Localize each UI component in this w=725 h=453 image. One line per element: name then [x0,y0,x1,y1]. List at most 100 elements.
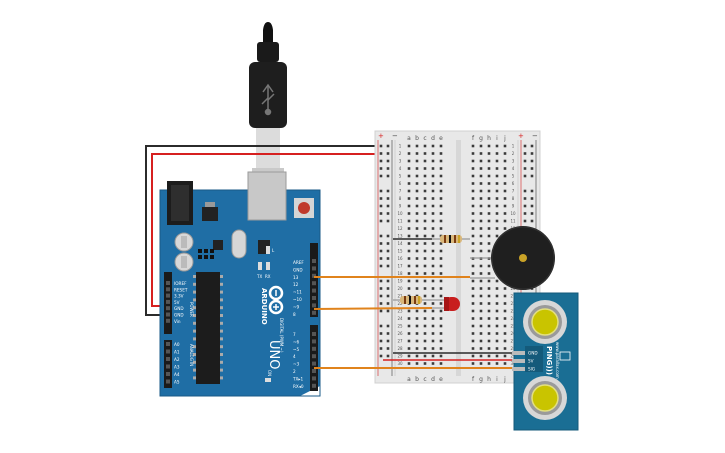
bb-hole[interactable] [439,347,443,350]
sensor-pin[interactable] [512,351,526,355]
bb-rail-hole[interactable] [386,347,390,350]
bb-hole[interactable] [415,287,419,290]
bb-hole[interactable] [439,212,443,215]
bb-hole[interactable] [407,347,411,350]
bb-hole[interactable] [415,152,419,155]
bb-rail-hole[interactable] [386,189,390,193]
bb-hole[interactable] [503,189,507,193]
bb-hole[interactable] [479,182,483,185]
bb-hole[interactable] [415,332,419,335]
header-pin[interactable] [312,354,316,359]
bb-hole[interactable] [439,174,443,178]
bb-hole[interactable] [487,182,491,185]
bb-hole[interactable] [407,332,411,335]
bb-hole[interactable] [503,332,507,335]
bb-rail-hole[interactable] [386,302,390,305]
bb-hole[interactable] [439,182,443,185]
bb-rail-hole[interactable] [386,242,390,245]
bb-hole[interactable] [415,309,419,313]
bb-hole[interactable] [479,212,483,215]
bb-rail-hole[interactable] [379,174,383,178]
bb-hole[interactable] [423,324,427,328]
bb-rail-hole[interactable] [530,167,534,170]
header-pin[interactable] [312,281,316,286]
bb-hole[interactable] [415,257,419,260]
header-pin[interactable] [312,296,316,300]
bb-hole[interactable] [407,219,411,223]
bb-hole[interactable] [503,287,507,290]
header-pin[interactable] [312,273,316,278]
bb-hole[interactable] [503,174,507,178]
bb-hole[interactable] [471,317,475,320]
header-pin[interactable] [166,312,170,317]
bb-hole[interactable] [423,347,427,350]
bb-hole[interactable] [487,354,491,358]
bb-hole[interactable] [487,287,491,290]
bb-hole[interactable] [495,234,499,238]
bb-hole[interactable] [407,204,411,208]
bb-rail-hole[interactable] [530,189,534,193]
bb-hole[interactable] [415,219,419,223]
bb-hole[interactable] [495,189,499,193]
bb-hole[interactable] [415,159,419,163]
bb-hole[interactable] [439,362,443,365]
header-pin[interactable] [312,339,316,344]
bb-hole[interactable] [415,317,419,320]
bb-hole[interactable] [503,219,507,223]
bb-hole[interactable] [487,264,491,268]
bb-hole[interactable] [423,159,427,163]
bb-hole[interactable] [503,197,507,200]
bb-hole[interactable] [479,287,483,290]
red-led[interactable] [432,297,460,311]
bb-hole[interactable] [487,347,491,350]
bb-hole[interactable] [439,317,443,320]
bb-hole[interactable] [479,249,483,253]
bb-rail-hole[interactable] [530,152,534,155]
bb-hole[interactable] [471,182,475,185]
bb-hole[interactable] [471,204,475,208]
bb-hole[interactable] [407,249,411,253]
bb-hole[interactable] [479,354,483,358]
bb-hole[interactable] [503,144,507,148]
bb-hole[interactable] [495,309,499,313]
bb-hole[interactable] [423,339,427,343]
bb-hole[interactable] [423,204,427,208]
bb-rail-hole[interactable] [379,219,383,223]
bb-hole[interactable] [495,182,499,185]
bb-hole[interactable] [415,242,419,245]
header-pin[interactable] [166,364,170,369]
bb-hole[interactable] [439,257,443,260]
bb-rail-hole[interactable] [386,279,390,283]
bb-hole[interactable] [423,294,427,298]
bb-hole[interactable] [495,279,499,283]
sensor-pin[interactable] [512,359,526,363]
bb-hole[interactable] [423,219,427,223]
header-pin[interactable] [166,342,170,346]
bb-hole[interactable] [471,309,475,313]
bb-hole[interactable] [503,167,507,170]
bb-hole[interactable] [431,159,435,163]
bb-rail-hole[interactable] [523,204,527,208]
header-pin[interactable] [166,349,170,354]
bb-rail-hole[interactable] [386,332,390,335]
bb-hole[interactable] [415,347,419,350]
bb-hole[interactable] [423,152,427,155]
bb-hole[interactable] [503,354,507,358]
bb-hole[interactable] [487,302,491,305]
bb-hole[interactable] [471,302,475,305]
bb-hole[interactable] [503,294,507,298]
bb-hole[interactable] [407,212,411,215]
bb-hole[interactable] [431,144,435,148]
bb-rail-hole[interactable] [386,204,390,208]
bb-hole[interactable] [495,204,499,208]
bb-hole[interactable] [471,167,475,170]
bb-hole[interactable] [407,339,411,343]
bb-rail-hole[interactable] [386,144,390,148]
bb-hole[interactable] [431,264,435,268]
bb-hole[interactable] [415,362,419,365]
bb-hole[interactable] [487,324,491,328]
bb-hole[interactable] [487,309,491,313]
bb-hole[interactable] [407,144,411,148]
bb-hole[interactable] [415,279,419,283]
bb-hole[interactable] [495,362,499,365]
